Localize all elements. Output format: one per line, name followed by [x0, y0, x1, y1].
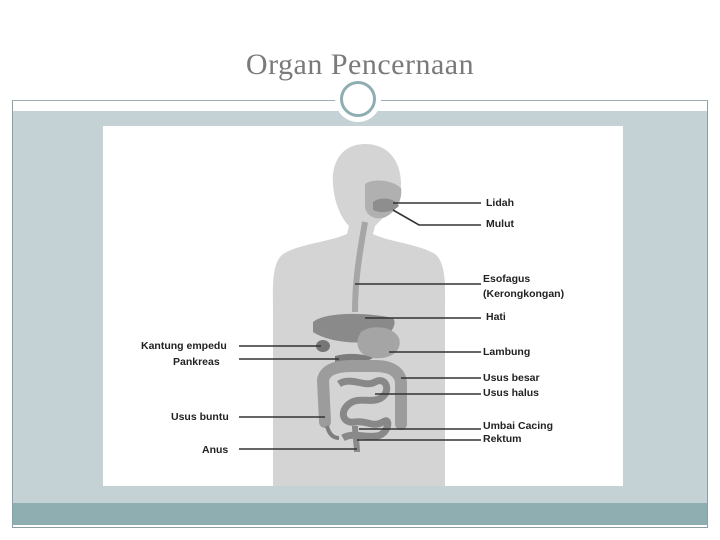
label-mulut: Mulut [486, 218, 514, 230]
label-umbai-cacing: Umbai Cacing [483, 420, 554, 432]
label-pankreas: Pankreas [173, 356, 220, 368]
large-intestine [316, 360, 407, 430]
slide-title: Organ Pencernaan [245, 48, 475, 81]
body-illustration [239, 144, 481, 486]
appendix-shape [325, 425, 340, 440]
rectum-tube [352, 425, 360, 453]
digestive-system-figure: Lidah Mulut Esofagus (Kerongkongan) Hati… [103, 126, 623, 486]
label-lidah: Lidah [486, 197, 514, 209]
label-kantung-empedu: Kantung empedu [141, 340, 227, 352]
label-esofagus: Esofagus [483, 273, 531, 285]
label-lambung: Lambung [483, 346, 531, 358]
label-kerongkongan: (Kerongkongan) [483, 288, 565, 300]
leader-lines [239, 202, 481, 450]
gall-bladder-shape [316, 340, 330, 352]
esophagus-tube [352, 221, 368, 313]
label-anus: Anus [202, 444, 229, 456]
label-rektum: Rektum [483, 433, 522, 445]
tongue-shape [373, 198, 399, 213]
small-intestine [337, 377, 392, 442]
circle-ornament-icon [335, 76, 381, 122]
label-usus-halus: Usus halus [483, 387, 540, 399]
label-usus-buntu: Usus buntu [171, 411, 229, 423]
label-usus-besar: Usus besar [483, 372, 540, 384]
label-hati: Hati [486, 311, 506, 323]
footer-band [13, 503, 707, 525]
stomach-shape [357, 327, 400, 359]
